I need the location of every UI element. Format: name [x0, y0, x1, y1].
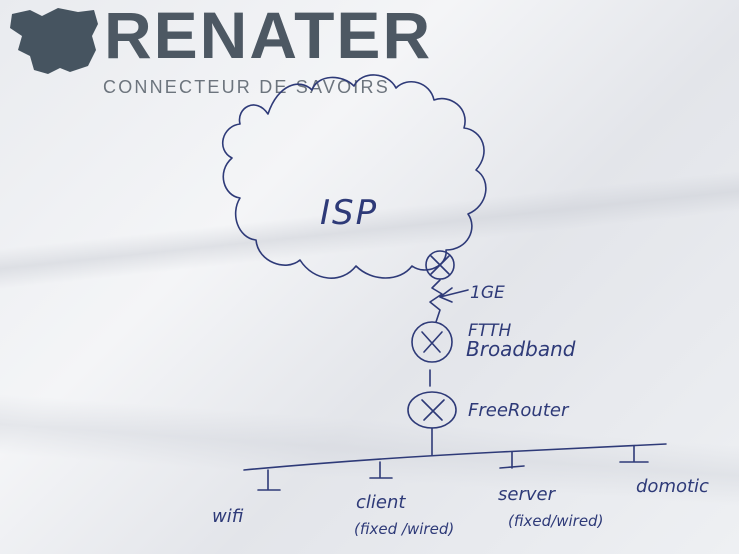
endpoint-domotic: domotic [636, 476, 709, 497]
fiber-label-2: Broadband [466, 337, 576, 361]
brand-name: RENATER [104, 0, 433, 72]
drop-wifi [257, 469, 281, 491]
fiber-label-1: FTTH [468, 321, 512, 341]
drop-client [369, 461, 393, 479]
isp-router-icon [425, 250, 455, 280]
drop-domotic [619, 445, 649, 463]
arrow-to-link [439, 287, 469, 303]
endpoint-server-sub: (fixed/wired) [508, 512, 603, 530]
endpoint-client-sub: (fixed /wired) [354, 520, 454, 538]
freerouter-icon [407, 391, 457, 429]
router-label: FreeRouter [468, 400, 570, 421]
isp-cloud [221, 74, 487, 279]
france-map-logo-icon [10, 8, 98, 74]
endpoint-server: server [498, 484, 557, 505]
cloud-label: ISP [320, 193, 378, 233]
ftth-router-icon [411, 321, 453, 363]
endpoint-client: client [356, 492, 406, 513]
lan-bus [243, 443, 667, 471]
endpoint-wifi: wifi [212, 506, 244, 527]
link-1ge [429, 279, 443, 323]
drop-server [499, 451, 525, 469]
link-label: 1GE [470, 283, 505, 303]
